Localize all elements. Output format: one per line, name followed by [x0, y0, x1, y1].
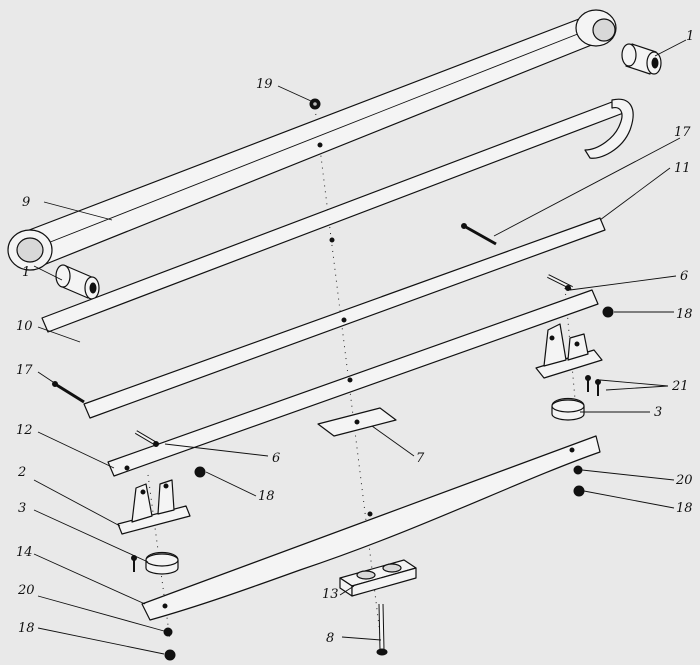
callout-18-right-upper: 18: [676, 307, 693, 322]
spring-bracket-left: [117, 479, 191, 535]
callout-1-upper: 1: [686, 29, 694, 44]
screw-left: [131, 555, 137, 572]
center-bolt: [376, 603, 388, 656]
pin-left: [52, 381, 85, 404]
callout-1-lower: 1: [22, 265, 30, 280]
callout-21: 21: [671, 379, 689, 394]
callout-13: 13: [322, 587, 339, 602]
callout-8: 8: [326, 631, 334, 646]
callout-9: 9: [22, 195, 30, 210]
bolt-left: [134, 430, 160, 447]
washer-20-left: [163, 627, 173, 637]
callout-20-right: 20: [675, 473, 693, 488]
nut-18-right-upper: [602, 306, 614, 318]
callout-7: 7: [416, 451, 425, 466]
callout-20-left: 20: [17, 583, 35, 598]
bottom-tapered-leaf: [141, 435, 601, 621]
callout-18-left-upper: 18: [258, 489, 275, 504]
nut-19: [309, 98, 321, 110]
callout-11: 11: [674, 161, 691, 176]
spring-bracket-right: [535, 323, 603, 379]
callout-18-left-lower: 18: [18, 621, 35, 636]
callout-12: 12: [16, 423, 33, 438]
pin-right: [461, 223, 497, 246]
nut-18-left-upper: [194, 466, 206, 478]
nut-18-right-lower: [573, 485, 585, 497]
bolt-right: [547, 274, 573, 291]
bushing-lower-left: [55, 264, 100, 300]
callout-3-left: 3: [18, 501, 26, 516]
washer-20-right: [573, 465, 583, 475]
callout-6-left: 6: [272, 451, 280, 466]
callout-2: 2: [17, 465, 26, 480]
callout-6-right: 6: [680, 269, 688, 284]
nut-18-left-lower: [164, 649, 176, 661]
screws-21: [585, 375, 601, 396]
callout-18-right-lower: 18: [676, 501, 693, 516]
bushing-upper-right: [621, 43, 662, 75]
third-leaf: [83, 217, 606, 419]
clamp-block: [339, 559, 417, 597]
bump-stop-left: [145, 551, 179, 575]
callout-10: 10: [16, 319, 33, 334]
callout-17-left: 17: [16, 363, 33, 378]
callout-19: 19: [256, 77, 273, 92]
fourth-leaf: [107, 289, 599, 477]
callout-3-right: 3: [654, 405, 662, 420]
second-leaf: [41, 98, 634, 333]
bump-stop-right: [551, 397, 585, 421]
leader-lines: [33, 39, 687, 655]
callout-14: 14: [16, 545, 33, 560]
pad-plate: [317, 407, 397, 437]
main-leaf-with-eyes: [7, 9, 617, 271]
callout-17-right: 17: [674, 125, 691, 140]
callout-labels: 1 1 2 3 3 6 6 7 8 9 10 11 12 13 14 17 17…: [16, 29, 694, 646]
